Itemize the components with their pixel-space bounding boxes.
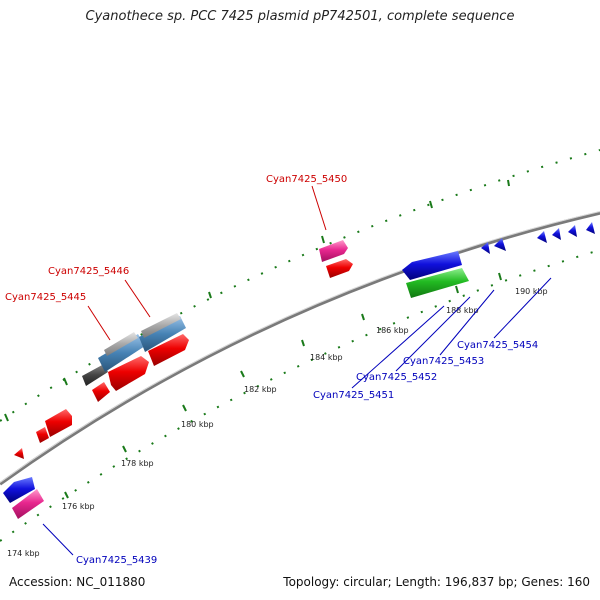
gene-feature-cyan7425-5451[interactable] xyxy=(402,251,462,280)
forward-features xyxy=(14,240,353,459)
gene-feature-cyan7425-5444[interactable] xyxy=(82,364,108,386)
gene-label-cyan7425-5450[interactable]: Cyan7425_5450 xyxy=(266,174,347,185)
gene-label-cyan7425-5453[interactable]: Cyan7425_5453 xyxy=(403,356,484,367)
gene-feature-cyan7425-5450[interactable] xyxy=(319,240,348,262)
gene-feature-red-3[interactable] xyxy=(92,382,110,402)
gene-feature-blue-d[interactable] xyxy=(586,222,595,234)
gene-feature-blue-c[interactable] xyxy=(568,225,577,237)
tick-label-176: 176 kbp xyxy=(62,502,95,511)
topology-summary: Topology: circular; Length: 196,837 bp; … xyxy=(283,575,590,589)
accession-text: Accession: NC_011880 xyxy=(9,575,146,589)
tick-label-174: 174 kbp xyxy=(7,549,40,558)
gene-feature-red-4[interactable] xyxy=(45,409,72,437)
gene-label-cyan7425-5446[interactable]: Cyan7425_5446 xyxy=(48,266,129,277)
plasmid-backbone-highlight xyxy=(0,211,600,483)
gene-label-cyan7425-5439[interactable]: Cyan7425_5439 xyxy=(76,555,157,566)
tick-label-180: 180 kbp xyxy=(181,420,214,429)
plasmid-backbone xyxy=(0,211,600,486)
gene-label-cyan7425-5452[interactable]: Cyan7425_5452 xyxy=(356,372,437,383)
leader-lines xyxy=(42,185,552,556)
gene-feature-blue-b[interactable] xyxy=(552,228,561,240)
gene-label-cyan7425-5445[interactable]: Cyan7425_5445 xyxy=(5,292,86,303)
gene-feature-red-1[interactable] xyxy=(108,356,149,391)
gene-feature-red-2[interactable] xyxy=(148,334,189,366)
gene-feature-cyan7425-5453[interactable] xyxy=(481,242,490,254)
gene-feature-cyan7425-5445-top[interactable] xyxy=(104,332,138,356)
gene-feature-cyan7425-5452[interactable] xyxy=(406,268,469,298)
gene-feature-cyan7425-5439[interactable] xyxy=(12,489,44,519)
tick-label-190: 190 kbp xyxy=(515,287,548,296)
map-title: Cyanothece sp. PCC 7425 plasmid pP742501… xyxy=(85,9,515,24)
gene-label-cyan7425-5451[interactable]: Cyan7425_5451 xyxy=(313,390,394,401)
gene-feature-cyan7425-5454[interactable] xyxy=(537,231,547,243)
gene-feature-red-5[interactable] xyxy=(36,427,49,443)
tick-label-184: 184 kbp xyxy=(310,353,343,362)
gene-feature-cyan7425-5453b[interactable] xyxy=(494,238,506,251)
inner-major-ticks xyxy=(64,272,502,499)
gene-label-cyan7425-5454[interactable]: Cyan7425_5454 xyxy=(457,340,538,351)
gene-feature-cyan7425-5446-top[interactable] xyxy=(141,313,181,338)
tick-label-178: 178 kbp xyxy=(121,459,154,468)
gene-feature-red-6[interactable] xyxy=(14,448,24,459)
tick-label-186: 186 kbp xyxy=(376,326,409,335)
gene-feature-cyan7425-5445[interactable] xyxy=(98,334,145,372)
reverse-features xyxy=(3,222,595,519)
tick-label-188: 188 kbp xyxy=(446,306,479,315)
tick-label-182: 182 kbp xyxy=(244,385,277,394)
gene-feature-cyan7425-5439-blue[interactable] xyxy=(3,477,35,503)
gene-feature-red-7[interactable] xyxy=(326,259,353,278)
inner-tick-ring xyxy=(0,249,600,542)
gene-feature-cyan7425-5446[interactable] xyxy=(139,316,186,352)
